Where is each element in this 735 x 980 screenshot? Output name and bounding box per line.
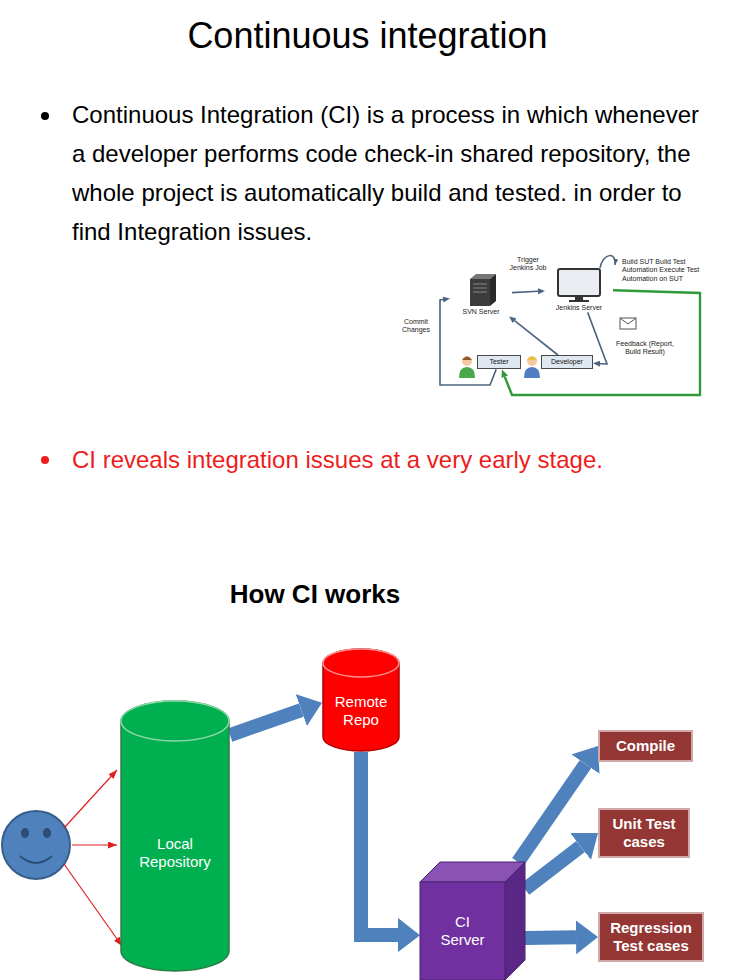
process-box-text: Regression Test cases [604,919,698,955]
repository-cylinder: Local Repository [120,700,230,972]
step-note: Build SUT Build Test Automation Execute … [622,258,710,283]
block-arrow [525,930,576,945]
flow-arrow [505,290,700,395]
process-box-text: Unit Test cases [604,815,684,851]
repository-cylinder-text: Local Repository [124,835,226,871]
section-heading-text: How CI works [230,579,400,609]
process-box-text: Compile [604,737,687,755]
server-icon [470,274,496,306]
user-smiley [2,811,70,879]
edge-label: Trigger Jenkins Job [506,256,550,273]
block-arrow [525,846,581,889]
server-cube-text: CI Server [437,913,489,949]
server-cube-outline [420,862,525,980]
envelope-icon [620,318,636,329]
person-icon [524,356,540,378]
bullet-text: Continuous Integration (CI) is a process… [72,95,714,405]
repository-cylinder: Remote Repo [322,648,400,752]
server-node: Jenkins Server [545,266,613,312]
section-heading: How CI works [0,578,630,610]
block-arrow [230,710,301,735]
role-box-text: Tester [481,358,517,366]
role-box: Tester [477,355,521,369]
bullet-text-text: CI reveals integration issues at a very … [72,446,603,473]
monitor-icon [558,269,600,302]
commit-arrow [64,770,117,828]
bullet-text: CI reveals integration issues at a very … [72,440,712,479]
role-box: Developer [541,355,593,369]
process-box: Compile [598,730,693,762]
server-node-text: Jenkins Server [545,304,613,312]
flow-arrow [515,321,558,355]
process-box: Regression Test cases [598,912,704,962]
server-cube: CI Server [420,862,525,980]
role-box-text: Developer [545,358,589,366]
block-arrow [361,752,398,935]
loop-arrow [600,256,615,268]
server-node: SVN Server [450,272,512,316]
process-box: Unit Test cases [598,808,690,858]
person-icon [459,356,475,378]
edge-label: Commit Changes [398,318,434,335]
page-title: Continuous integration [0,14,735,58]
flow-arrow [512,291,538,292]
commit-arrow [64,864,122,946]
server-node-text: SVN Server [450,308,512,316]
bullet-text-text: Continuous Integration (CI) is a process… [72,101,699,245]
bullet-dot [41,112,49,120]
edge-label: Feedback (Report, Build Result) [612,340,678,357]
commit-arrow [72,844,117,845]
bullet-dot [41,456,49,464]
step-note-text: Build SUT Build Test Automation Execute … [622,258,699,282]
repository-cylinder-text: Remote Repo [326,693,396,729]
